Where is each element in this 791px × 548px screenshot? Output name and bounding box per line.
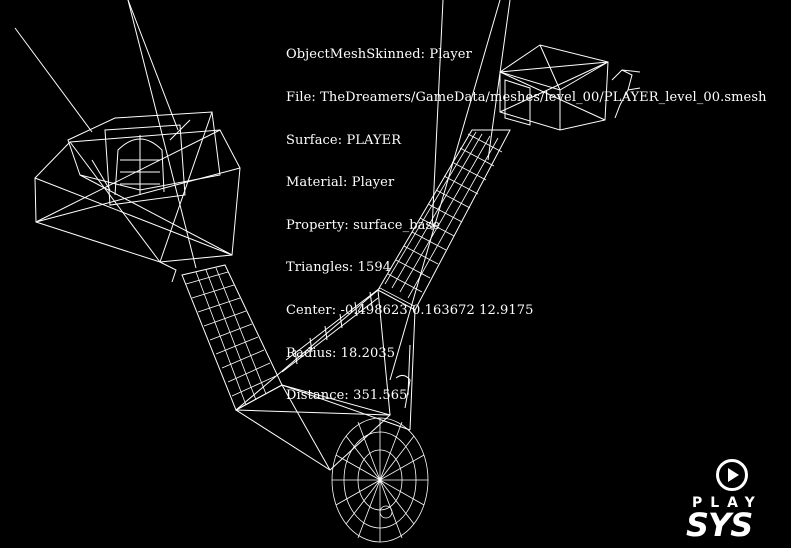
lower-bridge bbox=[181, 264, 283, 411]
bottom-sphere bbox=[331, 417, 429, 543]
distance-value: Distance: 351.565 bbox=[286, 388, 408, 404]
upper-bridge bbox=[377, 129, 511, 311]
radius-value: Radius: 18.2035 bbox=[286, 345, 396, 361]
surface-name: Surface: PLAYER bbox=[286, 132, 402, 148]
railing bbox=[281, 287, 381, 373]
suspension-cables bbox=[14, 0, 511, 381]
property-name: Property: surface_base bbox=[286, 217, 441, 233]
watermark-top-text: PLAY bbox=[692, 495, 763, 511]
watermark-bottom-text: SYS bbox=[686, 506, 753, 544]
playsys-watermark: PLAY SYS bbox=[686, 458, 782, 544]
triangle-count: Triangles: 1594 bbox=[286, 260, 392, 276]
debug-info-overlay: ObjectMeshSkinned: Player File: TheDream… bbox=[286, 20, 767, 432]
material-name: Material: Player bbox=[286, 175, 395, 191]
left-tower bbox=[34, 111, 241, 263]
center-coords: Center: -0.498623 0.163672 12.9175 bbox=[286, 303, 534, 319]
object-name: ObjectMeshSkinned: Player bbox=[286, 47, 472, 63]
play-circle-icon bbox=[716, 459, 748, 491]
file-path: File: TheDreamers/GameData/meshes/level_… bbox=[286, 90, 767, 106]
right-tower bbox=[499, 44, 641, 131]
junction-fan bbox=[159, 261, 416, 471]
